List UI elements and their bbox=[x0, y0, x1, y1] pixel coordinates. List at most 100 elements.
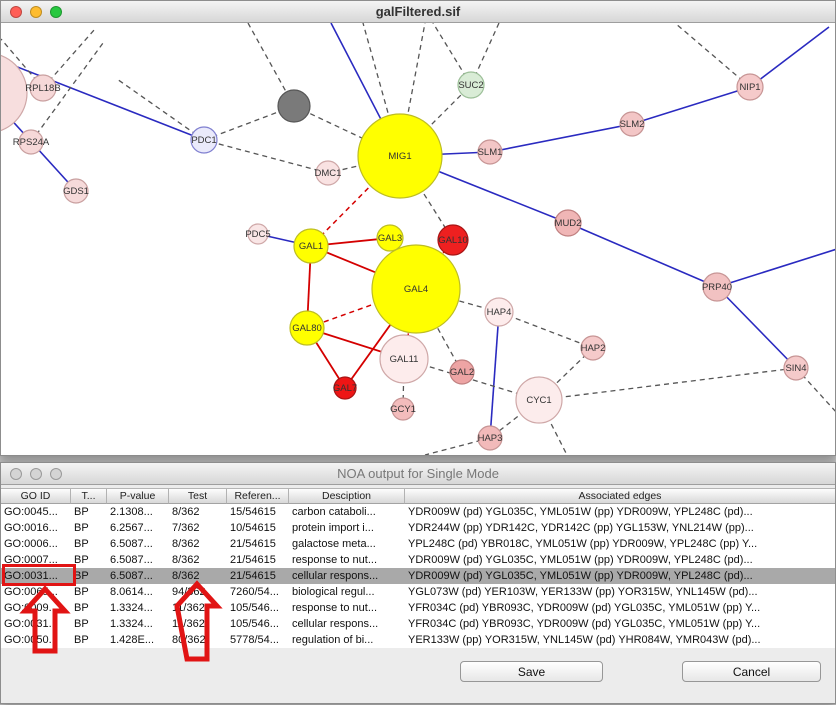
network-edge[interactable] bbox=[498, 311, 594, 349]
network-node-slm1[interactable]: SLM1 bbox=[477, 139, 503, 165]
network-edge[interactable] bbox=[306, 288, 417, 329]
network-edge[interactable] bbox=[30, 42, 104, 143]
network-titlebar[interactable]: galFiltered.sif bbox=[1, 1, 835, 23]
network-window: galFiltered.sif RPL18B RPS24A GDS1 PDC1 SUC2… bbox=[0, 0, 836, 456]
column-header-test[interactable]: Test bbox=[169, 489, 227, 504]
cancel-button[interactable]: Cancel bbox=[682, 661, 821, 682]
network-node-gds1[interactable]: GDS1 bbox=[63, 178, 89, 204]
network-edge[interactable] bbox=[1, 59, 205, 141]
network-edge[interactable] bbox=[399, 155, 454, 241]
network-edge[interactable] bbox=[293, 105, 401, 157]
network-edge[interactable] bbox=[716, 286, 797, 369]
node-label: SLM2 bbox=[620, 119, 645, 130]
network-edge[interactable] bbox=[116, 78, 205, 141]
table-cell: GO:0031... bbox=[4, 618, 58, 630]
table-cell: 7/362 bbox=[172, 522, 200, 534]
node-label: GAL7 bbox=[333, 383, 357, 394]
network-node-grayn[interactable] bbox=[277, 89, 311, 123]
network-edge[interactable] bbox=[203, 105, 295, 141]
network-edge[interactable] bbox=[716, 248, 835, 288]
table-cell: 15/54615 bbox=[230, 506, 276, 518]
close-button[interactable] bbox=[10, 6, 22, 18]
network-node-gal80[interactable]: GAL80 bbox=[289, 310, 325, 346]
network-node-hap2[interactable]: HAP2 bbox=[580, 335, 606, 361]
network-edge[interactable] bbox=[674, 23, 751, 88]
network-node-suc2[interactable]: SUC2 bbox=[457, 71, 485, 99]
close-button[interactable] bbox=[10, 468, 22, 480]
network-node-gal3[interactable]: GAL3 bbox=[376, 224, 404, 252]
column-header-referen[interactable]: Referen... bbox=[227, 489, 289, 504]
network-node-prp40[interactable]: PRP40 bbox=[702, 272, 732, 302]
noa-titlebar[interactable]: NOA output for Single Mode bbox=[1, 463, 835, 485]
node-label: GCY1 bbox=[390, 404, 416, 415]
table-cell: GO:0009... bbox=[4, 602, 58, 614]
network-node-gal4[interactable]: GAL4 bbox=[371, 244, 461, 334]
network-node-slm2[interactable]: SLM2 bbox=[619, 111, 645, 137]
network-node-pdc5[interactable]: PDC5 bbox=[245, 223, 271, 245]
network-node-mud2[interactable]: MUD2 bbox=[554, 209, 582, 237]
network-node-cyc1[interactable]: CYC1 bbox=[515, 376, 563, 424]
column-header-t[interactable]: T... bbox=[71, 489, 107, 504]
table-cell: galactose meta... bbox=[292, 538, 376, 550]
network-node-sin4[interactable]: SIN4 bbox=[783, 355, 809, 381]
network-edge[interactable] bbox=[489, 311, 500, 439]
network-edge[interactable] bbox=[631, 86, 751, 125]
network-node-gal1[interactable]: GAL1 bbox=[293, 228, 329, 264]
node-label: GAL10 bbox=[438, 235, 468, 246]
table-cell: response to nut... bbox=[292, 554, 377, 566]
network-node-gcy1[interactable]: GCY1 bbox=[390, 397, 416, 421]
column-header-associated-edges[interactable]: Associated edges bbox=[405, 489, 835, 504]
network-edge[interactable] bbox=[567, 222, 718, 288]
table-cell: 80/362 bbox=[172, 634, 206, 646]
network-node-rpl18b[interactable]: RPL18B bbox=[25, 74, 61, 102]
network-node-nip1[interactable]: NIP1 bbox=[736, 73, 764, 101]
zoom-button[interactable] bbox=[50, 6, 62, 18]
network-edge[interactable] bbox=[538, 367, 797, 401]
column-header-desciption[interactable]: Desciption bbox=[289, 489, 405, 504]
table-cell: GO:0031... bbox=[4, 570, 58, 582]
network-node-mig1[interactable]: MIG1 bbox=[357, 113, 443, 199]
network-node-hap3[interactable]: HAP3 bbox=[477, 425, 503, 451]
network-node-bigleft[interactable] bbox=[1, 53, 28, 133]
table-cell: 8/362 bbox=[172, 538, 200, 550]
network-edge[interactable] bbox=[489, 123, 633, 153]
network-edge[interactable] bbox=[749, 26, 830, 88]
network-node-gal10[interactable]: GAL10 bbox=[437, 224, 469, 256]
network-node-hap4[interactable]: HAP4 bbox=[484, 297, 514, 327]
table-cell: 8/362 bbox=[172, 506, 200, 518]
network-node-gal2[interactable]: GAL2 bbox=[449, 359, 475, 385]
zoom-button[interactable] bbox=[50, 468, 62, 480]
network-edge[interactable] bbox=[247, 23, 295, 107]
table-cell: BP bbox=[74, 506, 89, 518]
network-node-gal7[interactable]: GAL7 bbox=[333, 376, 357, 400]
minimize-button[interactable] bbox=[30, 468, 42, 480]
node-label: DMC1 bbox=[315, 168, 342, 179]
table-cell: cellular respons... bbox=[292, 570, 379, 582]
network-node-dmc1[interactable]: DMC1 bbox=[315, 160, 342, 186]
network-edge[interactable] bbox=[415, 288, 463, 373]
save-button[interactable]: Save bbox=[460, 661, 603, 682]
network-node-rps24a[interactable]: RPS24A bbox=[13, 129, 50, 155]
node-label: CYC1 bbox=[526, 395, 551, 406]
column-header-go-id[interactable]: GO ID bbox=[1, 489, 71, 504]
network-edge[interactable] bbox=[399, 84, 472, 157]
network-edge[interactable] bbox=[203, 139, 329, 174]
network-node-pdc1[interactable]: PDC1 bbox=[190, 126, 218, 154]
network-node-gal11[interactable]: GAL11 bbox=[379, 334, 429, 384]
column-header-p-value[interactable]: P-value bbox=[107, 489, 169, 504]
table-cell: carbon cataboli... bbox=[292, 506, 376, 518]
minimize-button[interactable] bbox=[30, 6, 42, 18]
